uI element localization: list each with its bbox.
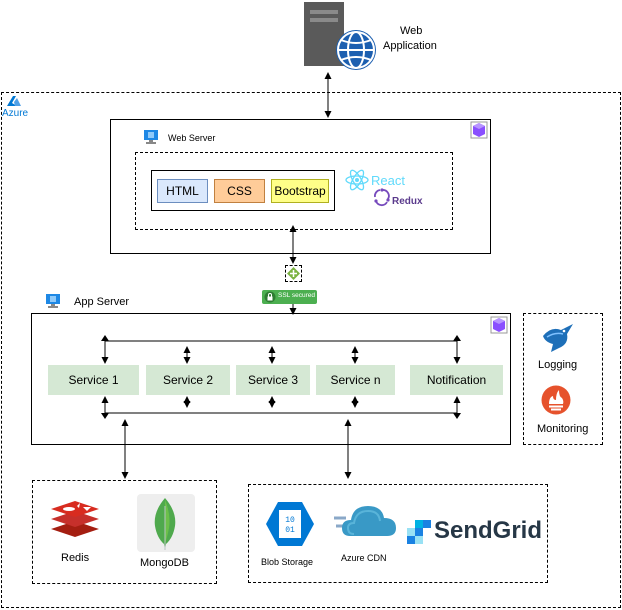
monitoring-label: Monitoring [537,423,589,435]
ssl-badge [262,290,317,304]
app-server-vm-icon [46,294,60,308]
mongodb-label: MongoDB [140,557,189,569]
databases-box [32,480,217,584]
logging-icon [543,324,573,352]
container-icon [470,121,488,139]
service-3: Service 3 [236,365,310,395]
notification-service: Notification [410,365,503,395]
service-n: Service n [316,365,395,395]
logging-label: Logging [538,359,578,371]
redis-icon [51,501,99,537]
web-server-label: Web Server [168,133,216,143]
html-chip: HTML [157,179,208,203]
ssl-label: SSL secured [278,292,315,299]
redis-label: Redis [61,552,90,564]
redux-icon [374,188,390,207]
lock-icon [264,291,276,303]
redux-label: Redux [392,196,423,207]
react-label: React [371,173,405,188]
gateway-box [285,265,302,282]
app-server-box [31,313,511,445]
azure-boundary [1,92,621,608]
cloud-services-box [248,484,548,583]
web-application-label-line1: Web [400,25,423,37]
web-server-box [110,119,491,254]
web-application-server-icon [304,2,376,70]
svg-text:01: 01 [285,526,295,535]
frontend-frame [151,170,335,211]
app-server-label: App Server [74,296,130,308]
azure-icon [7,96,21,106]
azure-cdn-label: Azure CDN [341,553,387,563]
service-2: Service 2 [146,365,230,395]
sendgrid-label: SendGrid [434,517,543,544]
app-container-icon [490,316,508,334]
css-chip: CSS [214,179,265,203]
azure-cdn-icon [334,506,396,536]
sendgrid-icon [407,520,431,544]
react-icon [345,169,369,191]
azure-label: Azure [2,108,29,119]
bootstrap-chip: Bootstrap [271,179,329,203]
monitoring-icon [541,385,571,415]
vm-icon [144,130,158,144]
svg-text:10: 10 [285,516,295,525]
mongodb-icon [154,498,176,550]
gateway-icon [287,267,300,280]
web-application-label-line2: Application [383,40,437,52]
monitoring-panel [523,313,603,445]
blob-storage-icon: 10 01 [266,502,314,546]
blob-storage-label: Blob Storage [261,557,314,567]
service-1: Service 1 [48,365,139,395]
